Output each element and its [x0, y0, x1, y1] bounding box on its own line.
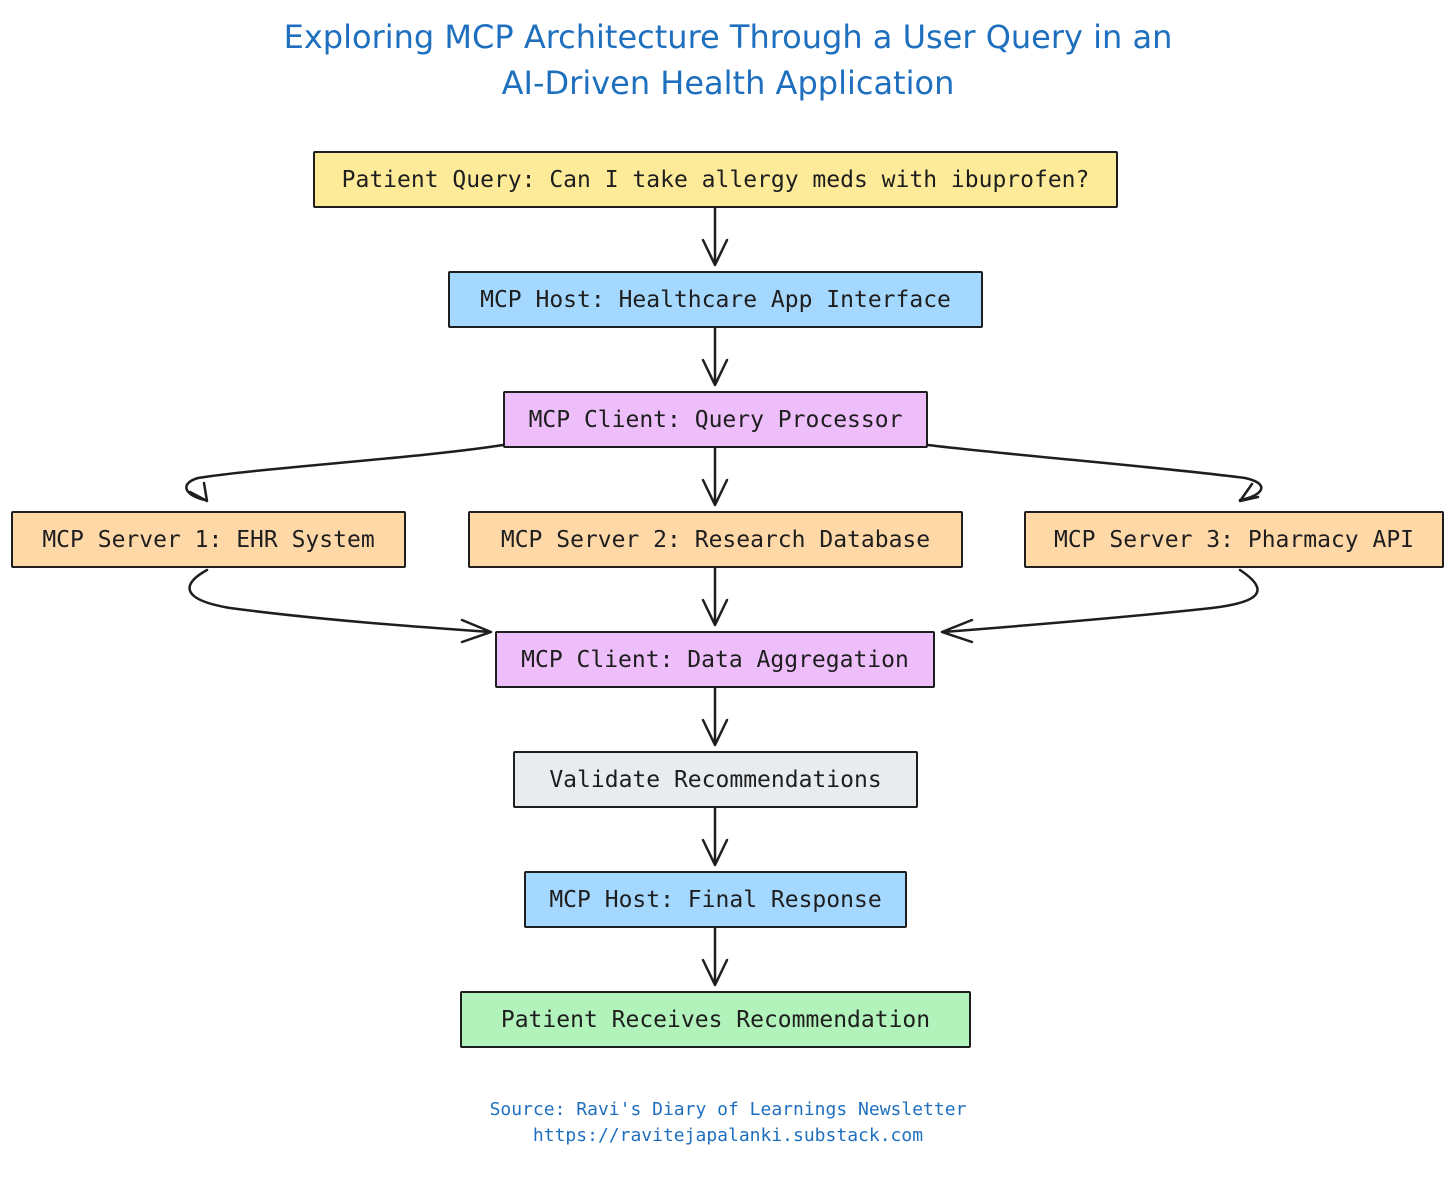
patient-query-node: Patient Query: Can I take allergy meds w…	[313, 151, 1118, 208]
validate-recommendations-node: Validate Recommendations	[513, 751, 918, 808]
arrow-validate-to-final	[701, 806, 729, 867]
mcp-server-1-ehr-label: MCP Server 1: EHR System	[42, 526, 375, 553]
mcp-server-2-research-node: MCP Server 2: Research Database	[468, 511, 963, 568]
mcp-host-interface-node: MCP Host: Healthcare App Interface	[448, 271, 983, 328]
mcp-server-1-ehr-node: MCP Server 1: EHR System	[11, 511, 406, 568]
mcp-server-3-pharmacy-label: MCP Server 3: Pharmacy API	[1053, 526, 1415, 553]
patient-query-label: Patient Query: Can I take allergy meds w…	[341, 166, 1090, 193]
mcp-host-interface-label: MCP Host: Healthcare App Interface	[480, 286, 951, 313]
mcp-host-final-response-label: MCP Host: Final Response	[549, 886, 882, 913]
mcp-host-final-response-node: MCP Host: Final Response	[524, 871, 907, 928]
arrow-server-2-to-aggregation	[701, 566, 729, 627]
arrow-client-to-server-2	[701, 446, 729, 507]
patient-receives-recommendation-node: Patient Receives Recommendation	[460, 991, 971, 1048]
arrow-aggregation-to-validate	[701, 686, 729, 747]
mcp-server-3-pharmacy-node: MCP Server 3: Pharmacy API	[1024, 511, 1444, 568]
mcp-client-query-processor-node: MCP Client: Query Processor	[503, 391, 928, 448]
mcp-client-query-processor-label: MCP Client: Query Processor	[528, 406, 903, 433]
arrow-host-to-client	[701, 326, 729, 387]
arrow-query-to-host	[701, 206, 729, 267]
diagram-title-line-2: AI-Driven Health Application	[501, 64, 955, 102]
arrow-client-to-server-3	[926, 443, 1263, 503]
arrow-client-to-server-1	[185, 443, 505, 503]
arrow-server-3-to-aggregation	[940, 568, 1259, 644]
mcp-server-2-research-label: MCP Server 2: Research Database	[500, 526, 931, 553]
arrow-server-1-to-aggregation	[188, 568, 493, 644]
source-url: https://ravitejapalanki.substack.com	[532, 1125, 924, 1146]
arrow-final-to-patient	[701, 926, 729, 987]
validate-recommendations-label: Validate Recommendations	[549, 766, 882, 793]
diagram-title-line-1: Exploring MCP Architecture Through a Use…	[283, 18, 1173, 56]
source-credit: Source: Ravi's Diary of Learnings Newsle…	[489, 1099, 967, 1120]
mcp-client-data-aggregation-label: MCP Client: Data Aggregation	[521, 646, 909, 673]
patient-receives-recommendation-label: Patient Receives Recommendation	[500, 1006, 931, 1033]
mcp-client-data-aggregation-node: MCP Client: Data Aggregation	[495, 631, 935, 688]
